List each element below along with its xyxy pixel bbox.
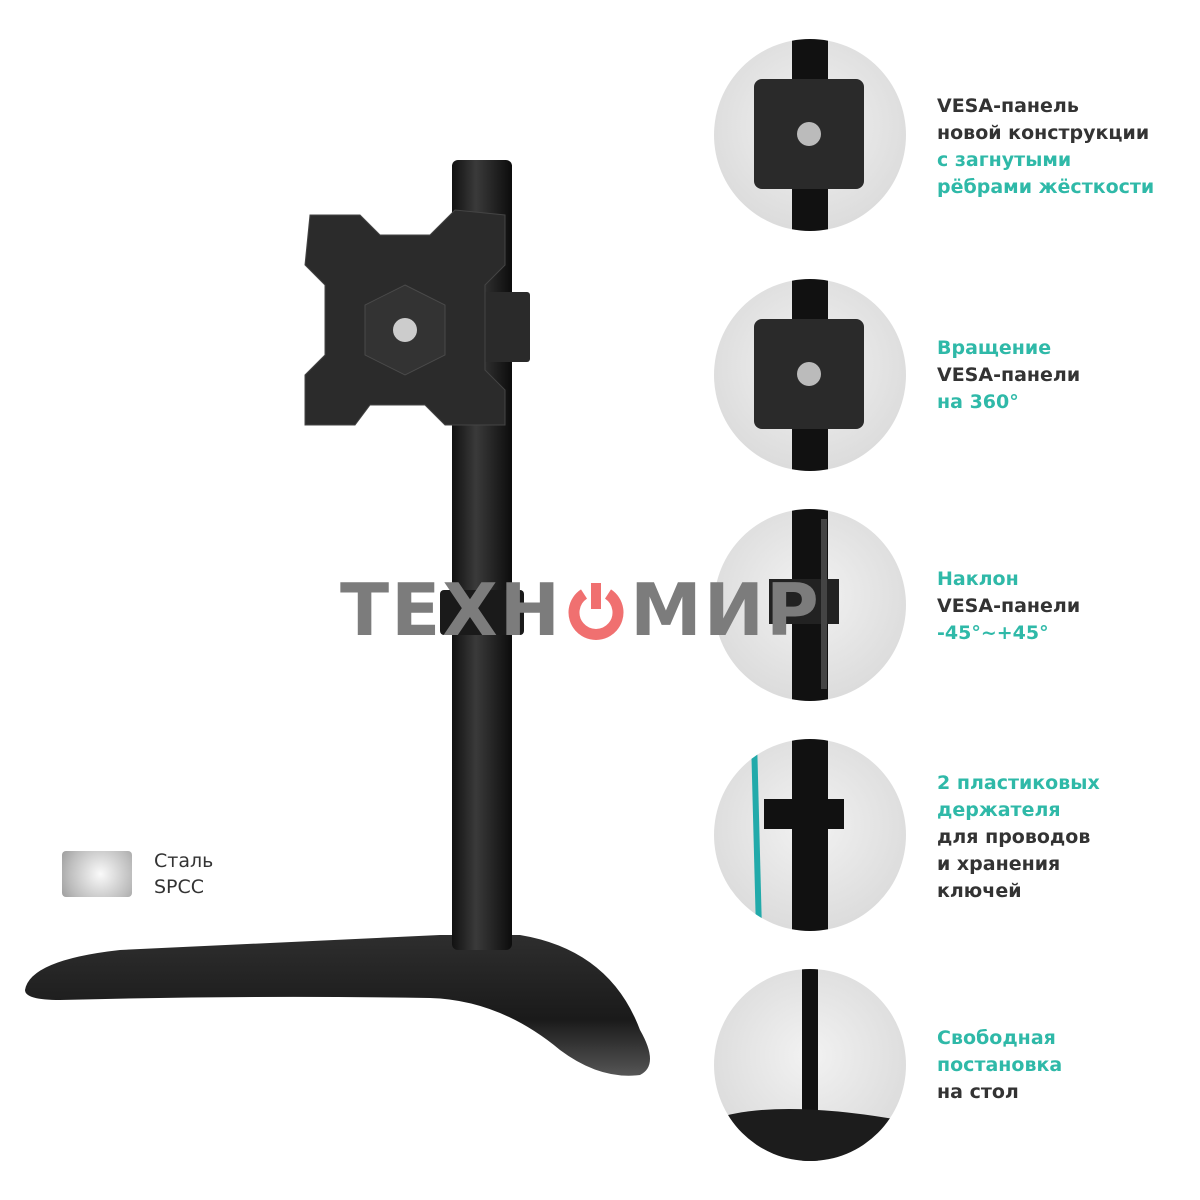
feature-line: с загнутыми xyxy=(937,149,1072,171)
feature-line: для проводов xyxy=(937,826,1091,848)
feature-line: держателя xyxy=(937,799,1061,821)
feature-line: Вращение xyxy=(937,337,1052,359)
feature-line: рёбрами жёсткости xyxy=(937,176,1155,198)
watermark: ТЕХН МИР xyxy=(340,568,821,652)
feature-line: на 360° xyxy=(937,391,1019,413)
rotation-360-icon xyxy=(714,279,906,471)
watermark-left: ТЕХН xyxy=(340,568,563,652)
feature-text: Свободная постановка на стол xyxy=(937,1025,1062,1106)
feature-line: и хранения xyxy=(937,853,1061,875)
material-line2: SPCC xyxy=(154,876,205,898)
power-icon xyxy=(568,583,624,640)
feature-line: ключей xyxy=(937,880,1022,902)
watermark-right: МИР xyxy=(630,568,821,652)
feature-line: Наклон xyxy=(937,568,1019,590)
feature-line: на стол xyxy=(937,1081,1019,1103)
vesa-panel-closeup-icon xyxy=(714,39,906,231)
material-badge: Сталь SPCC xyxy=(62,848,213,900)
feature-line: VESA-панели xyxy=(937,595,1081,617)
feature-line: VESA-панели xyxy=(937,364,1081,386)
steel-swatch-icon xyxy=(62,851,132,897)
feature-text: VESA-панель новой конструкции с загнутыми р… xyxy=(937,93,1154,201)
feature-line: -45°~+45° xyxy=(937,622,1049,644)
feature-line: Свободная xyxy=(937,1027,1056,1049)
feature-line: 2 пластиковых xyxy=(937,772,1100,794)
feature-line: новой конструкции xyxy=(937,122,1150,144)
freestanding-base-icon xyxy=(714,969,906,1161)
feature-line: VESA-панель xyxy=(937,95,1079,117)
tilt-icon xyxy=(714,509,906,701)
feature-text: 2 пластиковых держателя для проводов и хран… xyxy=(937,770,1100,905)
material-line1: Сталь xyxy=(154,850,214,872)
feature-line: постановка xyxy=(937,1054,1063,1076)
cable-holder-icon xyxy=(714,739,906,931)
